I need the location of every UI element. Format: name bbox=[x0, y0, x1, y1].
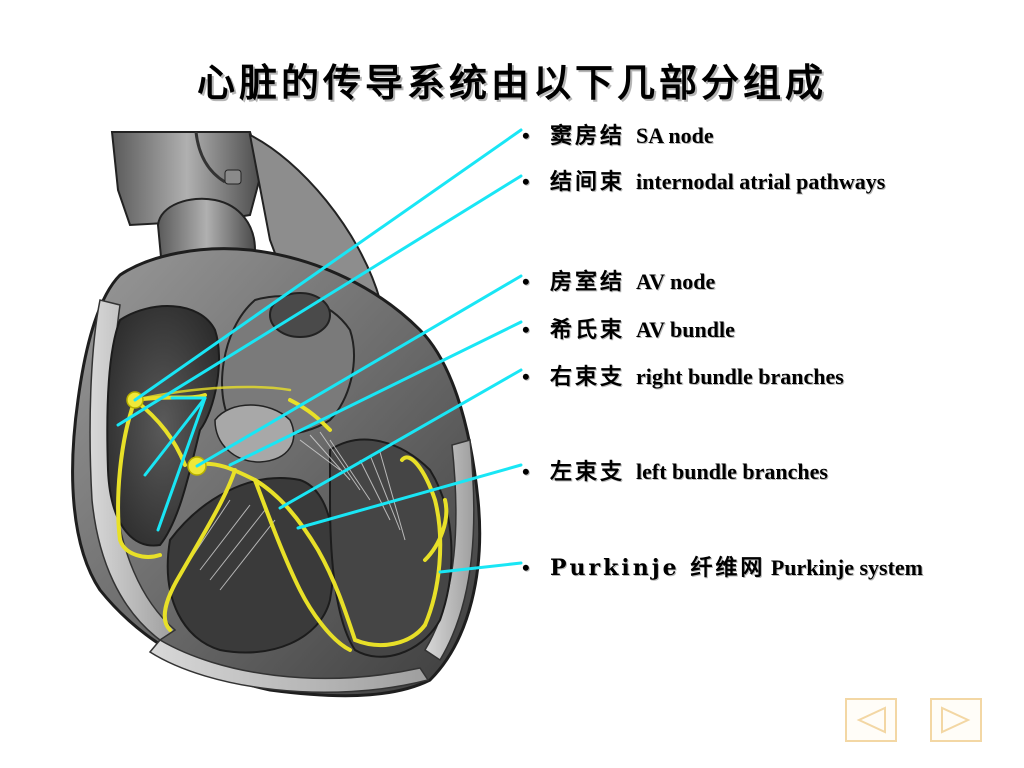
list-item: •左束支 left bundle branches bbox=[522, 459, 828, 485]
previous-slide-button[interactable] bbox=[845, 698, 897, 742]
list-item: •Purkinje 纤维网 Purkinje system bbox=[522, 555, 923, 581]
triangle-left-icon bbox=[856, 706, 886, 734]
conduction-pathways bbox=[116, 385, 449, 652]
list-item: •房室结 AV node bbox=[522, 269, 716, 295]
slide-title: 心脏的传导系统由以下几部分组成 bbox=[196, 60, 827, 105]
next-slide-button[interactable] bbox=[930, 698, 982, 742]
triangle-right-icon bbox=[941, 706, 971, 734]
list-item: •窦房结 SA node bbox=[522, 123, 714, 149]
list-item: •希氏束 AV bundle bbox=[522, 317, 735, 343]
list-item: •右束支 right bundle branches bbox=[522, 364, 844, 390]
leader-lines bbox=[116, 128, 523, 574]
list-item: •结间束 internodal atrial pathways bbox=[522, 169, 886, 195]
